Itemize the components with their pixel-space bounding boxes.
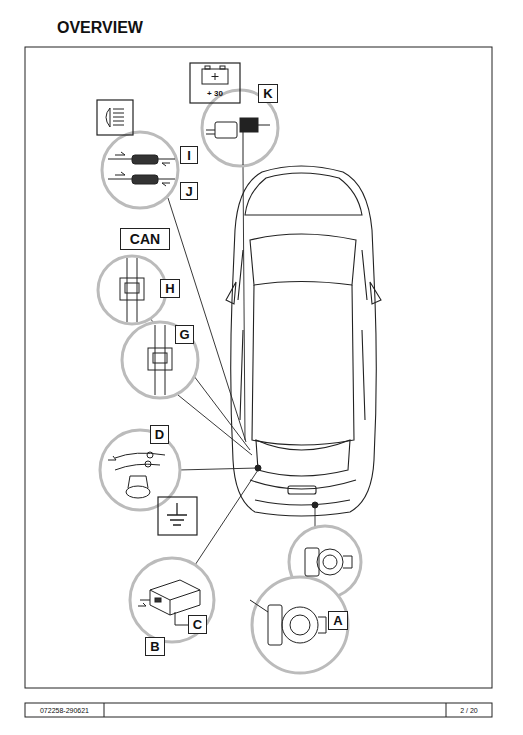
node-text: G bbox=[179, 327, 189, 342]
node-text: H bbox=[165, 281, 174, 296]
footer-bar bbox=[25, 703, 492, 717]
page-number: 2 / 20 bbox=[447, 704, 491, 716]
trailer-socket bbox=[250, 548, 352, 645]
frame bbox=[25, 47, 492, 688]
callout-letter: I bbox=[180, 146, 198, 164]
node-text: J bbox=[185, 184, 192, 199]
callout-letter: H bbox=[160, 279, 180, 298]
document-number: 072258-290621 bbox=[26, 704, 103, 716]
fog-light-symbol bbox=[106, 108, 124, 127]
page-title: OVERVIEW bbox=[57, 19, 143, 37]
node-text: + 30 bbox=[207, 89, 223, 98]
fog-light-icon-box bbox=[97, 100, 133, 135]
bus-label: CAN bbox=[120, 228, 170, 250]
callout-letter: K bbox=[258, 84, 278, 103]
connector-plug bbox=[206, 118, 270, 165]
detail-circle bbox=[98, 90, 361, 673]
wire-tap bbox=[148, 325, 172, 395]
callout-letter: J bbox=[180, 182, 198, 200]
callout-letter: B bbox=[145, 637, 165, 656]
car-outline bbox=[226, 166, 381, 516]
node-text: A bbox=[333, 613, 342, 628]
can-tap bbox=[120, 258, 144, 322]
voltage-label: + 30 bbox=[194, 86, 236, 100]
ground-point bbox=[108, 452, 165, 498]
callout-letter: G bbox=[175, 325, 194, 344]
node-text: 072258-290621 bbox=[40, 707, 89, 714]
node-text: K bbox=[263, 86, 272, 101]
node-text: B bbox=[150, 639, 159, 654]
callout-letter: C bbox=[188, 615, 207, 634]
battery-symbol bbox=[202, 66, 228, 84]
ground-icon-box bbox=[158, 497, 197, 535]
callout-letter: A bbox=[328, 611, 348, 630]
callout-letter: D bbox=[150, 425, 169, 444]
battery-icon-box bbox=[190, 63, 240, 103]
ground-symbol bbox=[167, 503, 187, 525]
node-text: C bbox=[193, 617, 202, 632]
wire-connector bbox=[108, 152, 175, 186]
node-text: 2 / 20 bbox=[460, 707, 478, 714]
node-text: I bbox=[187, 148, 191, 163]
node-text: CAN bbox=[130, 231, 160, 247]
node-text: D bbox=[155, 427, 164, 442]
